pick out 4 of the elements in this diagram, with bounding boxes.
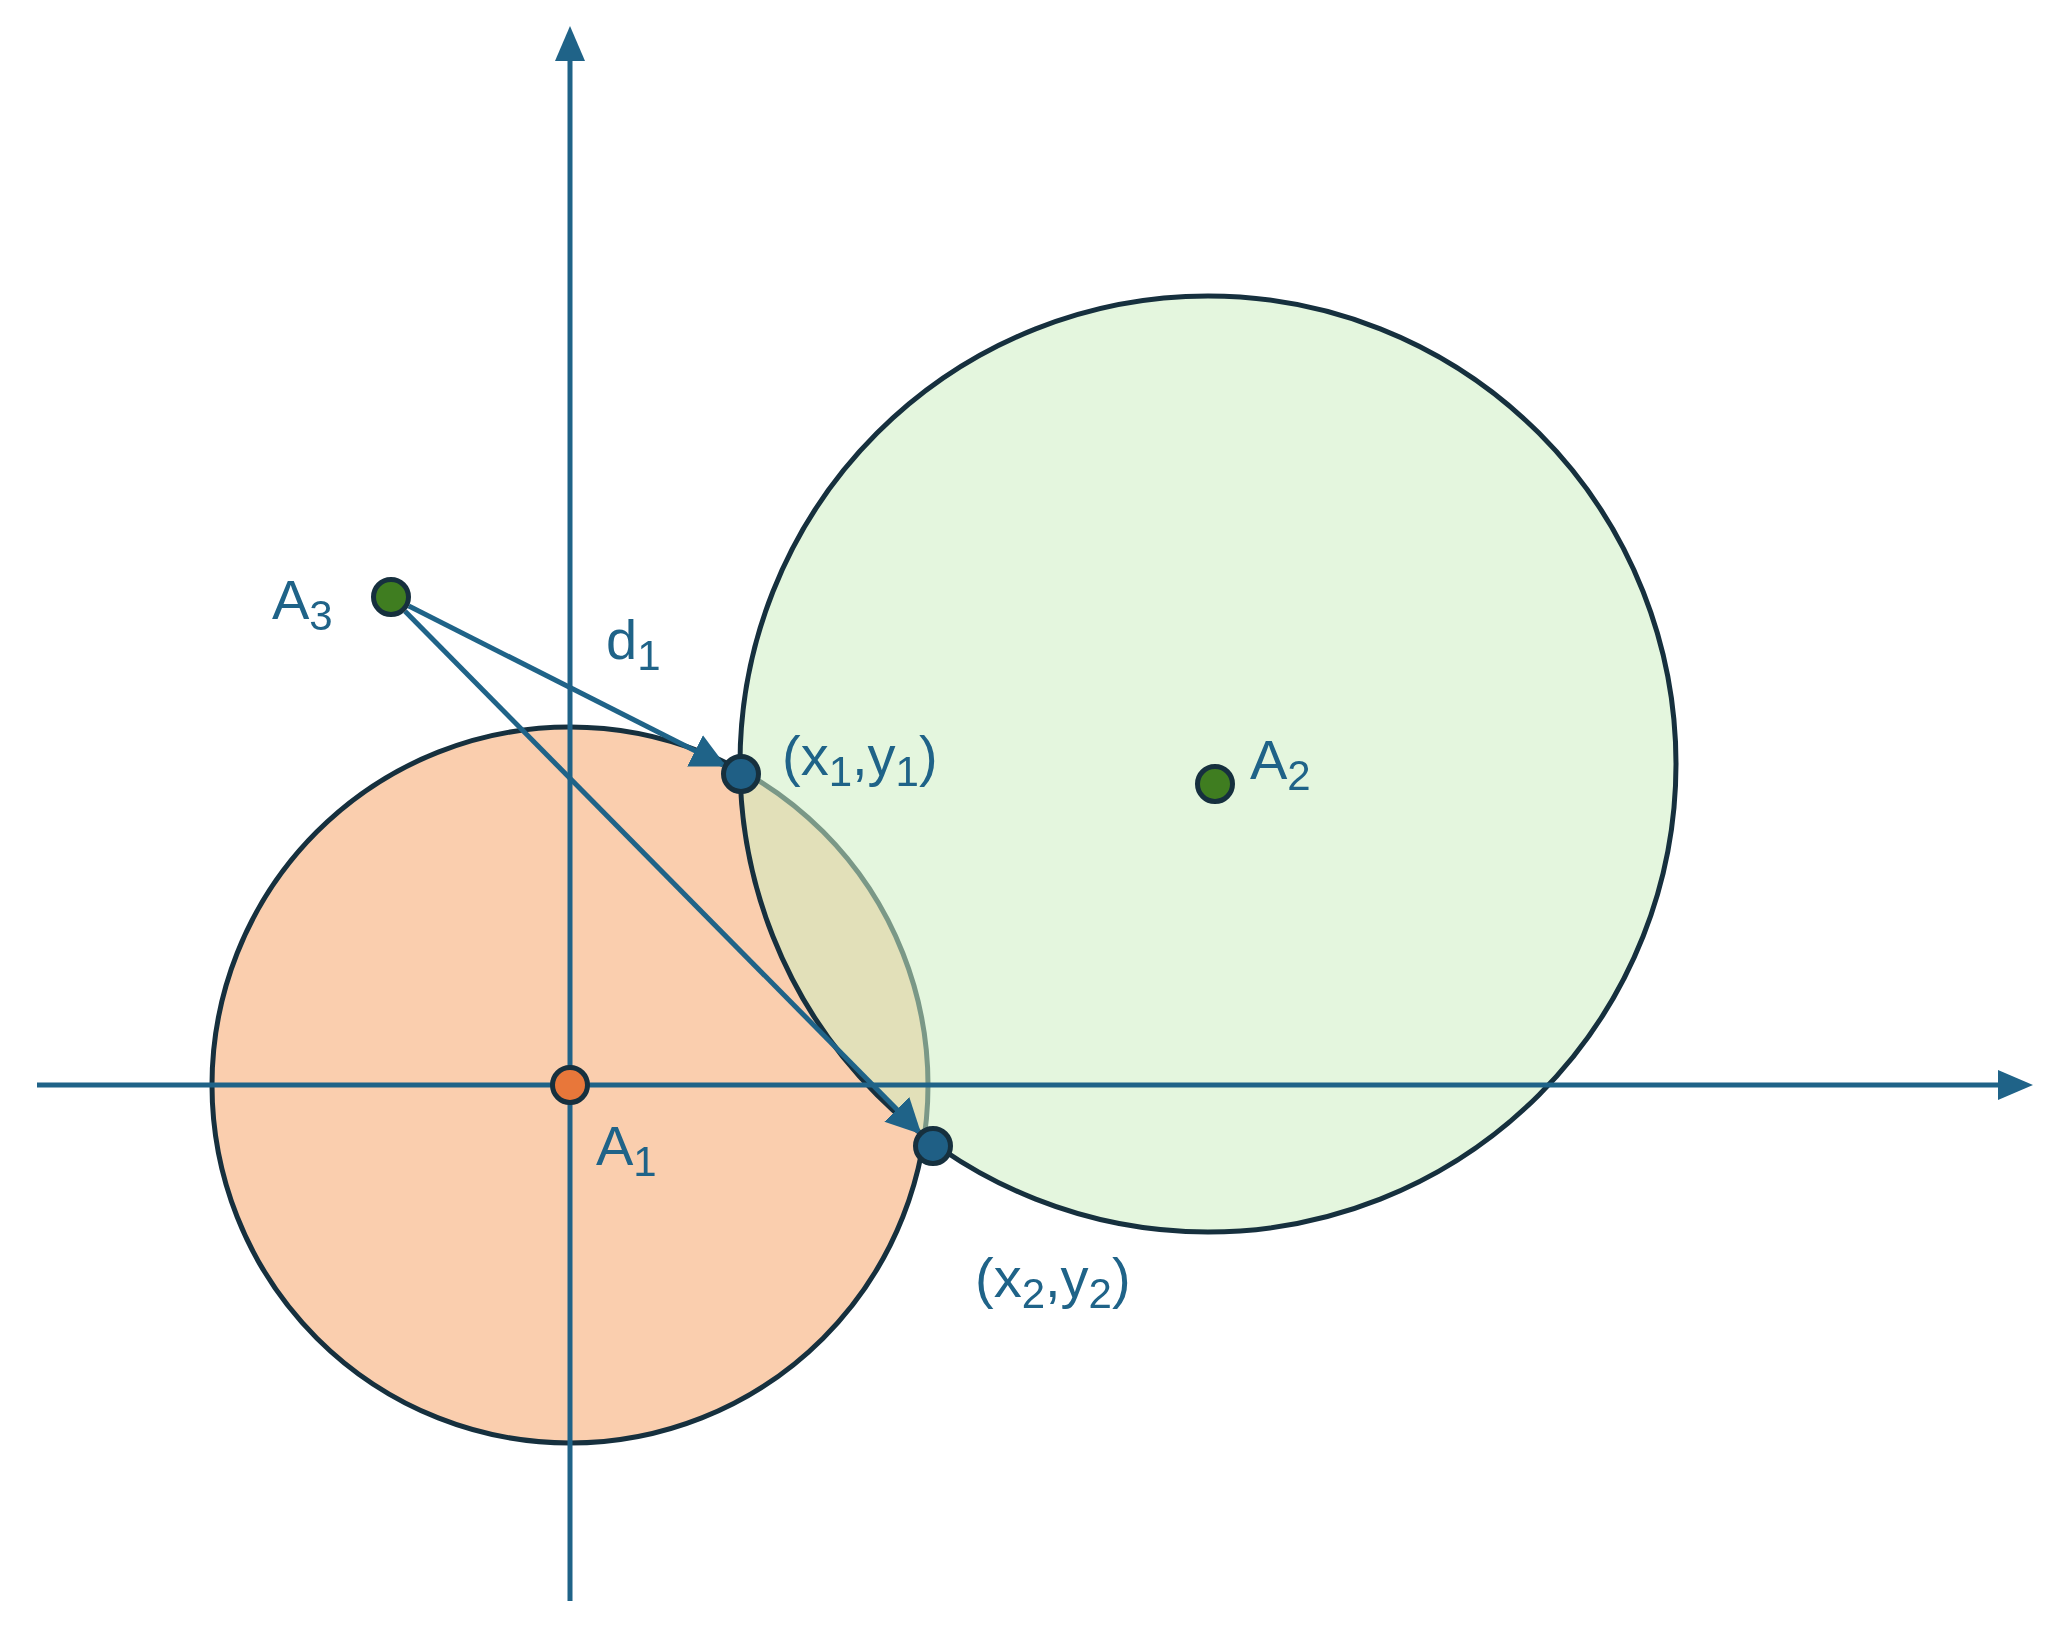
edge-label: d$_{1}$: [606, 612, 661, 668]
point-label: A$_{2}$: [1250, 732, 1311, 788]
point-label: A$_{1}$: [596, 1118, 657, 1174]
point-label: A$_{3}$: [272, 572, 333, 628]
